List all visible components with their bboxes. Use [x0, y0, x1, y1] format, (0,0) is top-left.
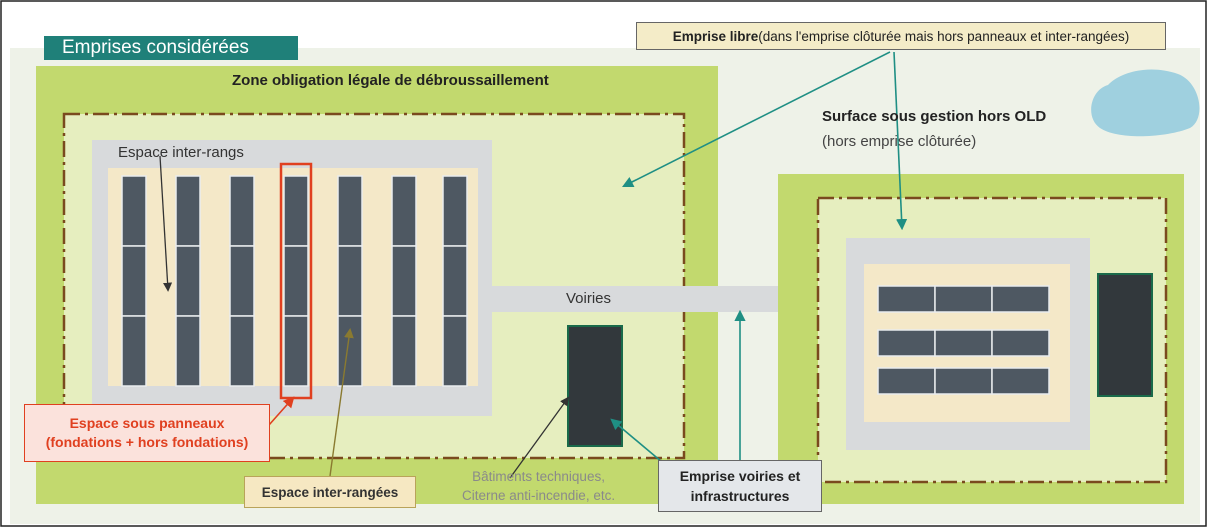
zone-old-label: Zone obligation légale de débroussaillem… [232, 72, 549, 89]
emprise-voiries-line1: Emprise voiries et [679, 468, 801, 484]
espace-inter-rangs-label: Espace inter-rangs [118, 144, 244, 161]
solar-panel [391, 245, 417, 317]
title-bar: Emprises considérées [44, 36, 298, 60]
solar-panel [283, 315, 309, 387]
arrow-inter-rangs [159, 155, 173, 292]
emprise-libre-bold: Emprise libre [672, 28, 759, 44]
solar-panel [442, 245, 468, 317]
solar-panel [442, 175, 468, 247]
solar-panel [877, 285, 936, 313]
arrow-emprise-libre-right [893, 51, 908, 231]
solar-panel [283, 175, 309, 247]
batiments-line2: Citerne anti-incendie, etc. [462, 488, 616, 503]
technical-building [567, 325, 623, 447]
batiments-line1: Bâtiments techniques, [472, 469, 605, 484]
solar-panel [991, 285, 1050, 313]
solar-panel [877, 329, 936, 357]
under-panel-highlight [279, 162, 313, 400]
espace-inter-rangees-label: Espace inter-rangées [244, 476, 416, 508]
hors-emprise-label: (hors emprise clôturée) [822, 133, 977, 150]
solar-panel [391, 175, 417, 247]
emprise-libre-label: Emprise libre (dans l'emprise clôturée m… [636, 22, 1166, 50]
panel-rows-right [877, 285, 1050, 395]
emprise-voiries-label: Emprise voiries et infrastructures [658, 460, 822, 512]
emprise-libre-rest: (dans l'emprise clôturée mais hors panne… [758, 28, 1130, 44]
solar-panel [934, 285, 993, 313]
batiments-label: Bâtiments techniques, Citerne anti-incen… [462, 467, 615, 505]
espace-sous-panneaux-line1: Espace sous panneaux [69, 415, 225, 431]
solar-panel [934, 329, 993, 357]
arrow-inter-rangees [329, 328, 354, 477]
espace-sous-panneaux-line2: (fondations + hors fondations) [45, 434, 249, 450]
espace-sous-panneaux-label: Espace sous panneaux (fondations + hors … [24, 404, 270, 462]
solar-panel [229, 315, 255, 387]
solar-panel [175, 315, 201, 387]
arrow-voiries-building [610, 418, 663, 463]
solar-panel [229, 245, 255, 317]
solar-panel [337, 245, 363, 317]
arrow-emprise-libre-left [621, 51, 891, 188]
solar-panel [229, 175, 255, 247]
solar-panel [283, 245, 309, 317]
solar-panel [337, 315, 363, 387]
solar-panel [121, 175, 147, 247]
espace-inter-rangees-text: Espace inter-rangées [261, 484, 399, 500]
solar-panel [175, 175, 201, 247]
solar-panel [877, 367, 936, 395]
solar-panel [175, 245, 201, 317]
emprise-voiries-line2: infrastructures [690, 488, 790, 504]
solar-panel [337, 175, 363, 247]
surface-gestion-label: Surface sous gestion hors OLD [822, 108, 1047, 125]
solar-panel [442, 315, 468, 387]
solar-panel [991, 329, 1050, 357]
solar-panel [991, 367, 1050, 395]
pond-shape [1091, 69, 1200, 137]
arrow-batiments [509, 396, 570, 479]
solar-panel [934, 367, 993, 395]
solar-panel [121, 245, 147, 317]
panel-rows-left [121, 175, 468, 387]
voiries-label: Voiries [566, 290, 612, 307]
technical-building-right [1097, 273, 1153, 397]
page-title: Emprises considérées [62, 37, 249, 58]
solar-panel [391, 315, 417, 387]
solar-panel [121, 315, 147, 387]
